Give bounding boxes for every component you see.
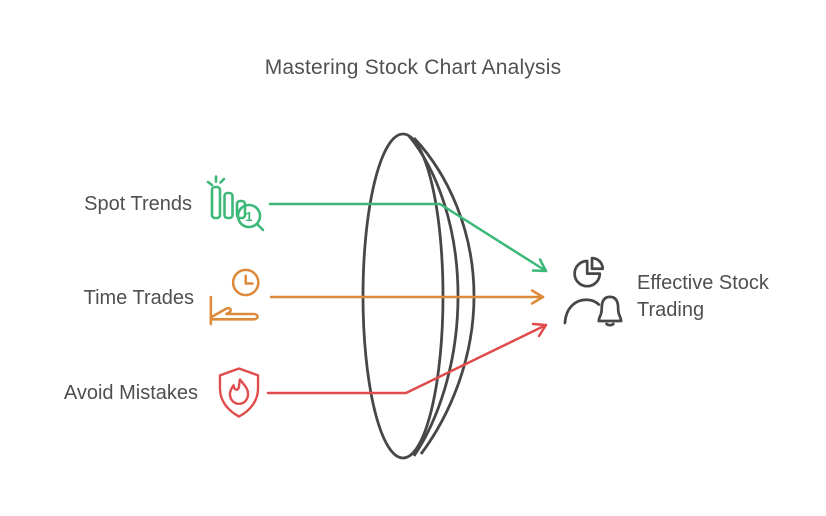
bar-3 (235, 199, 247, 220)
person-shoulders (563, 298, 601, 325)
diagram-title: Mastering Stock Chart Analysis (264, 56, 562, 79)
arrow-head (530, 289, 545, 305)
item-label: Avoid Mistakes (63, 381, 198, 404)
analyst-alert-icon (563, 256, 623, 327)
result-label: Effective Stock Trading (637, 272, 769, 321)
arrow-time-trades (269, 289, 545, 305)
bar-2 (223, 191, 234, 220)
shield-outline (218, 367, 260, 418)
magnifier-lens (236, 203, 262, 229)
magnifier-handle (255, 222, 265, 232)
clock-face (231, 268, 260, 297)
input-item-time-trades: Time Trades (36, 265, 268, 331)
item-label: Time Trades (83, 286, 194, 309)
arrow-shaft (268, 202, 548, 273)
bar-1 (210, 185, 222, 220)
input-item-spot-trends: Spot Trends 1 (36, 171, 268, 237)
pie-chart-head (573, 259, 602, 288)
arrow-avoid-mistakes (266, 322, 548, 395)
pie-chart-slice (590, 256, 605, 271)
flame (228, 378, 250, 406)
bar-chart-magnifier-icon: 1 (206, 175, 265, 232)
badge-number: 1 (245, 209, 252, 224)
alert-bell (597, 295, 623, 323)
result-item: Effective Stock Trading (563, 256, 799, 328)
bell-clapper (605, 322, 615, 327)
arrow-shaft (266, 323, 548, 395)
arrow-head (531, 258, 548, 273)
clock-hands (244, 274, 254, 285)
item-label: Spot Trends (84, 192, 192, 215)
open-hand (209, 306, 259, 321)
shield-flame-icon (218, 367, 260, 418)
input-item-avoid-mistakes: Avoid Mistakes (36, 360, 268, 426)
arrow-spot-trends (268, 202, 548, 273)
clock-in-hand-icon (209, 268, 260, 326)
arrow-head (531, 322, 548, 338)
sparkle-lines (206, 175, 226, 187)
